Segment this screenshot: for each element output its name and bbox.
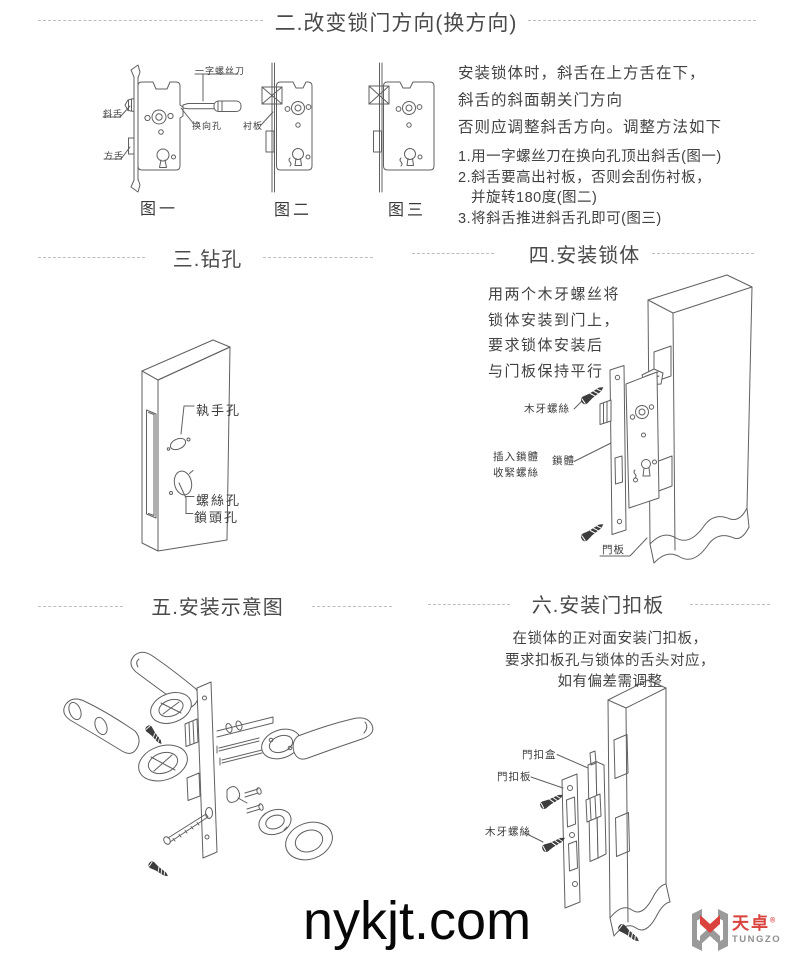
logo-english-name: TUNGZO xyxy=(732,934,782,946)
insert-lock-label-1: 插入鎖體 xyxy=(493,451,539,463)
section3-title: 三.钻孔 xyxy=(172,249,243,271)
door-panel-label: 門板 xyxy=(602,544,625,556)
section2-title: 二.改变锁门方向(换方向) xyxy=(274,12,518,35)
section5-title: 五.安装示意图 xyxy=(151,597,284,619)
s2-intro-line: 否则应调整斜舌方向。调整方法如下 xyxy=(458,119,723,136)
section5-diagram xyxy=(55,632,405,890)
strike-box-label: 門扣盒 xyxy=(522,749,557,761)
strike-plate-label: 門扣板 xyxy=(497,771,532,783)
wood-screw-label: 木牙螺絲 xyxy=(524,403,570,415)
s6-text-line: 如有偏差需调整 xyxy=(557,674,663,690)
s4-text-line: 要求锁体安装后 xyxy=(488,337,604,354)
section3-diagram: 執手孔 螺絲孔 鎖頭孔 xyxy=(130,318,330,573)
screw-hole-label: 螺絲孔 xyxy=(196,493,242,508)
fig1-latch-label: 斜舌 xyxy=(103,109,124,119)
cylinder-hole-label: 鎖頭孔 xyxy=(194,510,240,525)
fig2-plate-label: 衬板 xyxy=(243,121,264,131)
header6-dash-left xyxy=(428,604,510,605)
header5-dash-left xyxy=(38,606,123,607)
section4-title: 四.安装锁体 xyxy=(528,245,641,267)
header5-dash-right xyxy=(312,606,392,607)
header2-dash-right xyxy=(528,20,756,21)
header3-dash-left xyxy=(38,257,145,258)
header2-dash-left xyxy=(38,20,263,21)
logo-chinese-name: 天卓® xyxy=(732,914,778,934)
s2-step-line: 并旋转180度(图二) xyxy=(471,190,598,206)
section4-block: 用两个木牙螺丝将 锁体安装到门上， 要求锁体安装后 与门板保持平行 木牙螺絲 插… xyxy=(430,272,790,590)
header4-dash-right xyxy=(652,253,754,254)
fig3-drawing xyxy=(368,62,435,193)
watermark-url: nykjt.com xyxy=(303,891,532,951)
fig3-diagram: 图三 xyxy=(350,55,465,225)
lock-body-label: 鎖體 xyxy=(552,455,575,467)
section6-title: 六.安装门扣板 xyxy=(531,595,665,617)
section6-instructions: 在锁体的正对面安装门扣板， 要求扣板孔与锁体的舌头对应， 如有偏差需调整 xyxy=(445,629,775,694)
s4-text-line: 用两个木牙螺丝将 xyxy=(488,286,621,303)
section2-instructions: 安装锁体时，斜舌在上方舌在下， 斜舌的斜面朝关门方向 否则应调整斜舌方向。调整方… xyxy=(458,60,788,229)
exploded-assembly-drawing xyxy=(63,651,374,880)
fig3-caption: 图三 xyxy=(388,202,427,219)
insert-lock-label-2: 收緊螺絲 xyxy=(493,467,539,479)
s6-text-line: 要求扣板孔与锁体的舌头对应， xyxy=(505,652,715,669)
s4-text-line: 与门板保持平行 xyxy=(488,362,604,380)
strike-install-drawing xyxy=(523,679,671,945)
fig1-screwdriver-label: 一字螺丝刀 xyxy=(195,66,246,76)
s2-step-line: 1.用一字螺丝刀在换向孔顶出斜舌(图一) xyxy=(458,149,722,165)
s6-text-line: 在锁体的正对面安装门扣板， xyxy=(512,631,708,647)
fig1-drawing xyxy=(102,64,242,193)
fig1-deadbolt-label: 方舌 xyxy=(104,151,125,161)
header6-dash-right xyxy=(690,604,770,605)
header3-dash-right xyxy=(263,257,373,258)
fig2-diagram: 衬板 图二 xyxy=(240,55,360,225)
handle-hole-label: 執手孔 xyxy=(196,403,242,418)
fig1-caption: 图一 xyxy=(140,201,179,218)
fig2-drawing xyxy=(260,62,313,193)
lock-install-drawing xyxy=(573,274,753,564)
registered-mark: ® xyxy=(770,917,778,925)
s2-step-line: 2.斜舌要高出衬板，否则会刮伤衬板， xyxy=(458,169,712,186)
wood-screw-label: 木牙螺絲 xyxy=(485,826,531,838)
tungzo-logo-icon xyxy=(692,909,728,951)
brand-logo: 天卓® TUNGZO xyxy=(692,904,787,956)
fig1-diagram: 一字螺丝刀 换向孔 斜舌 方舌 图一 xyxy=(95,55,270,225)
s2-intro-line: 斜舌的斜面朝关门方向 xyxy=(458,92,624,109)
section6-block: 在锁体的正对面安装门扣板， 要求扣板孔与锁体的舌头对应， 如有偏差需调整 門扣盒… xyxy=(430,622,790,960)
header4-dash-left xyxy=(412,253,494,254)
s2-step-line: 3.将斜舌推进斜舌孔即可(图三) xyxy=(458,210,662,227)
s4-text-line: 锁体安装到门上， xyxy=(488,311,621,329)
fig2-caption: 图二 xyxy=(274,202,313,219)
section4-instructions: 用两个木牙螺丝将 锁体安装到门上， 要求锁体安装后 与门板保持平行 xyxy=(488,282,620,384)
fig1-reverse-hole-label: 换向孔 xyxy=(192,121,223,131)
s2-intro-line: 安装锁体时，斜舌在上方舌在下， xyxy=(458,65,706,82)
door-drawing xyxy=(141,339,231,552)
